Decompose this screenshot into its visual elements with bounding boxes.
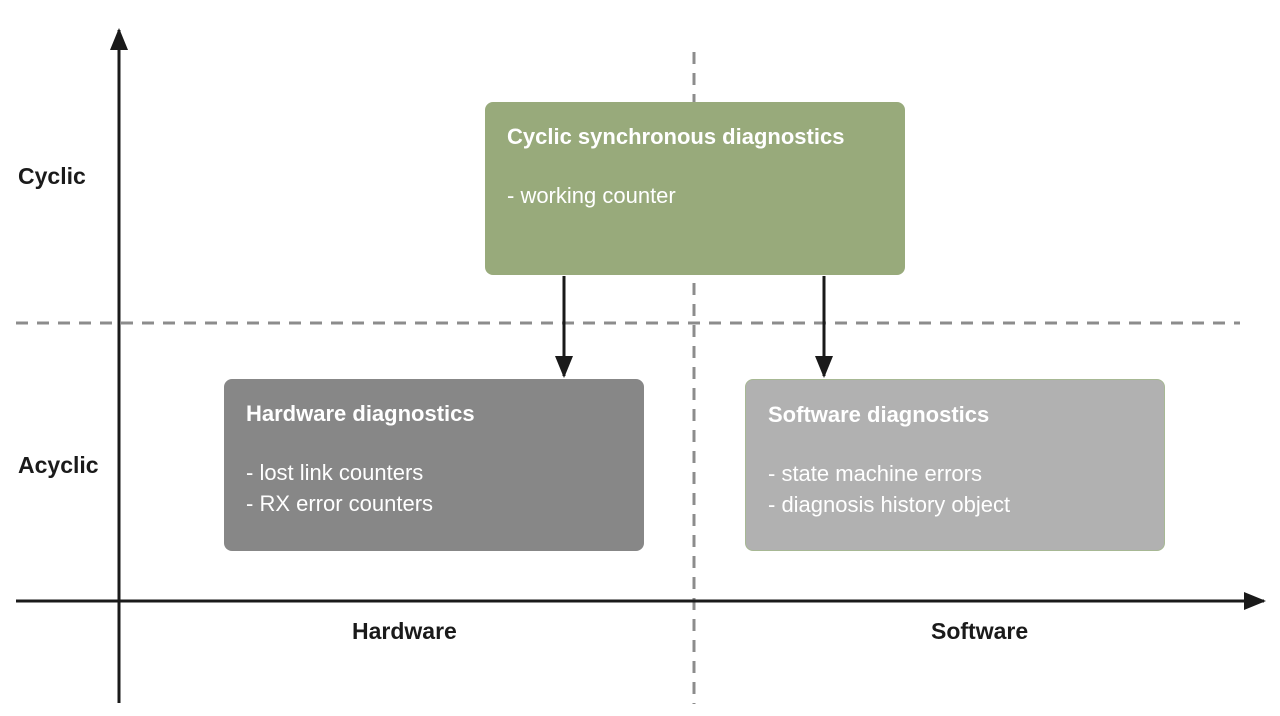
hardware-box-title: Hardware diagnostics [246,401,475,426]
y-label-cyclic: Cyclic [18,163,86,189]
hardware-box-item: - lost link counters [246,460,424,485]
software-diagnostics-box: Software diagnostics - state machine err… [745,379,1165,551]
software-box-item: - state machine errors [768,461,982,486]
x-label-hardware: Hardware [352,618,457,644]
cyclic-box-title: Cyclic synchronous diagnostics [507,124,845,149]
x-label-software: Software [931,618,1029,644]
cyclic-box-items: - working counter [507,180,883,211]
hardware-box-item: - RX error counters [246,491,434,516]
hardware-diagnostics-box: Hardware diagnostics - lost link counter… [224,379,644,551]
cyclic-diagnostics-box: Cyclic synchronous diagnostics - working… [485,102,905,275]
software-box-title: Software diagnostics [768,402,990,427]
hardware-box-items: - lost link counters - RX error counters [246,457,622,519]
y-label-acyclic: Acyclic [18,452,99,478]
cyclic-box-item: - working counter [507,183,676,208]
software-box-item: - diagnosis history object [768,492,1011,517]
software-box-items: - state machine errors - diagnosis histo… [768,458,1142,520]
